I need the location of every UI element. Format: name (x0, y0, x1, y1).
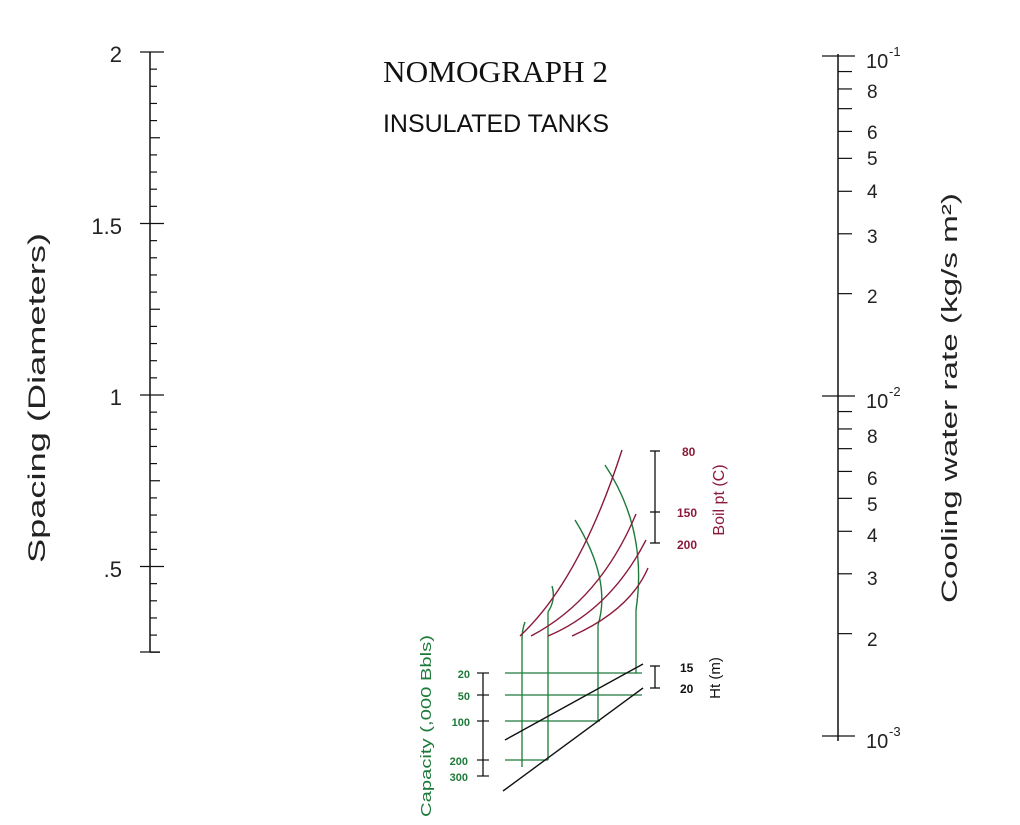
capacity-tick-label: 200 (450, 756, 468, 768)
height-line-15 (504, 663, 644, 741)
cooling-tick-label: 4 (867, 182, 878, 203)
decade-label-exp: -3 (889, 724, 901, 739)
cooling-tick-label: 5 (867, 149, 878, 170)
page-subtitle: INSULATED TANKS (383, 110, 609, 138)
height-line-20 (502, 687, 644, 792)
decade-label-base: 10 (866, 391, 888, 413)
cooling-water-axis-label: Cooling water rate (kg/s m²) (937, 193, 962, 603)
green-curve (574, 519, 603, 626)
boil-curve (519, 449, 623, 637)
boil-curve (547, 539, 647, 637)
boil-tick-label: 80 (682, 445, 696, 459)
height-tick-label: 20 (680, 682, 694, 696)
spacing-axis-label: Spacing (Diameters) (24, 233, 51, 563)
green-curve (604, 464, 640, 611)
page-title: NOMOGRAPH 2 (383, 54, 608, 89)
decade-label-exp: -1 (889, 44, 901, 59)
capacity-tick-label: 50 (458, 691, 470, 703)
decade-label: 10 -3 (866, 724, 901, 753)
boil-point-curves (519, 449, 649, 637)
boil-curve (530, 513, 637, 637)
capacity-tick-label: 20 (458, 669, 470, 681)
spacing-tick-label: 1 (110, 385, 122, 410)
cooling-tick-label: 3 (867, 227, 878, 248)
capacity-tick-label: 100 (452, 717, 470, 729)
capacity-scale: 20 50 100 200 300 Capacity (,000 Bbls) (418, 635, 489, 817)
height-lines (502, 663, 644, 792)
green-curves (521, 464, 640, 641)
cooling-tick-label: 2 (867, 287, 878, 308)
boil-curve (571, 567, 649, 637)
decade-label: 10 -2 (866, 384, 901, 413)
capacity-grid (505, 610, 642, 767)
boil-tick-label: 200 (677, 538, 697, 552)
spacing-tick-label: .5 (104, 557, 122, 582)
height-scale: 15 20 Ht (m) (650, 657, 724, 699)
cooling-tick-label: 8 (867, 82, 878, 103)
decade-label-base: 10 (866, 731, 888, 753)
cooling-tick-label: 5 (867, 495, 878, 516)
green-curve (547, 585, 555, 613)
boil-point-label: Boil pt (C) (711, 464, 728, 535)
cooling-tick-label: 3 (867, 569, 878, 590)
cooling-water-axis: 10 -1 10 -2 10 -3 8 6 5 4 3 2 8 6 5 4 3 … (822, 44, 962, 753)
boil-point-scale: 80 150 200 Boil pt (C) (650, 445, 728, 552)
spacing-axis: 2 1.5 1 .5 Spacing (Diameters) (24, 42, 164, 653)
spacing-tick-label: 1.5 (91, 214, 122, 239)
spacing-axis-ticks (140, 51, 164, 653)
decade-label: 10 -1 (866, 44, 901, 73)
height-tick-label: 15 (680, 661, 694, 675)
capacity-label: Capacity (,000 Bbls) (418, 635, 435, 817)
cooling-tick-label: 6 (867, 123, 878, 144)
height-label: Ht (m) (707, 657, 724, 699)
spacing-tick-label: 2 (110, 42, 122, 67)
green-curve (521, 621, 526, 641)
decade-label-exp: -2 (889, 384, 901, 399)
cooling-tick-label: 4 (867, 526, 878, 547)
cooling-water-axis-ticks (822, 55, 855, 737)
cooling-tick-label: 6 (867, 469, 878, 490)
decade-label-base: 10 (866, 51, 888, 73)
boil-tick-label: 150 (677, 506, 697, 520)
cooling-tick-label: 2 (867, 630, 878, 651)
capacity-tick-label: 300 (450, 772, 468, 784)
cooling-tick-label: 8 (867, 427, 878, 448)
